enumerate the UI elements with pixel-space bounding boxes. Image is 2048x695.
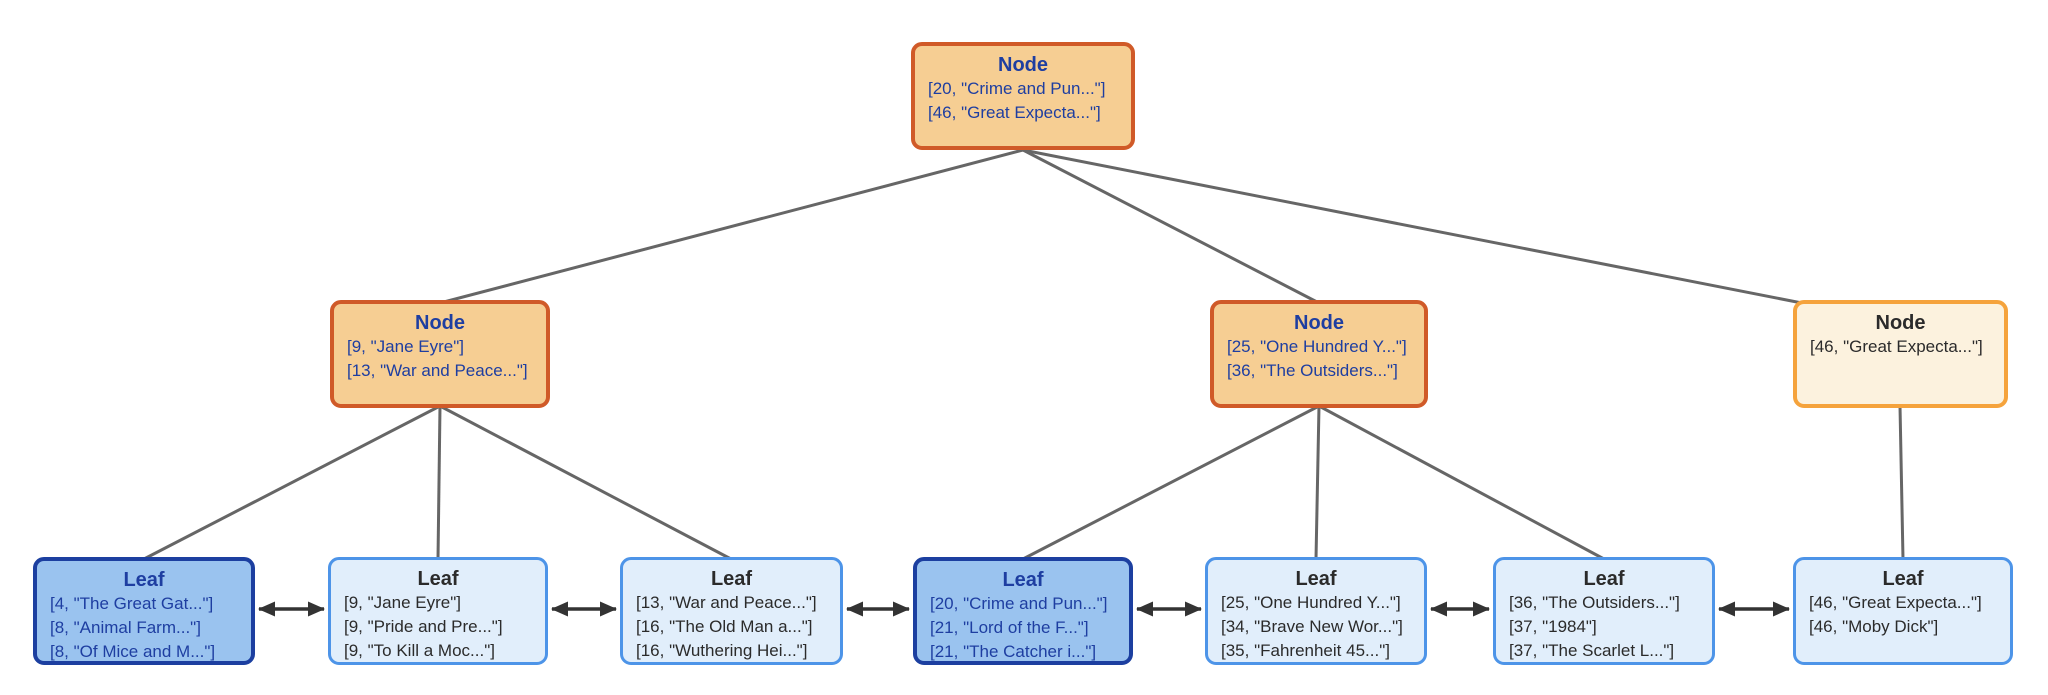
node-entry: [34, "Brave New Wor..."] — [1221, 617, 1403, 636]
tree-node-internal-0: Node [9, "Jane Eyre"] [13, "War and Peac… — [330, 300, 550, 408]
node-type-label: Leaf — [1882, 568, 1924, 590]
tree-edge — [1022, 148, 1813, 307]
tree-node-internal-1: Node [25, "One Hundred Y..."] [36, "The … — [1210, 300, 1428, 408]
node-entry: [36, "The Outsiders..."] — [1227, 361, 1398, 380]
node-type-label: Leaf — [1002, 569, 1044, 591]
tree-edge — [1022, 148, 1320, 305]
node-entry: [13, "War and Peace..."] — [636, 593, 817, 612]
node-type-label: Node — [1875, 312, 1926, 334]
node-type-label: Node — [998, 54, 1048, 76]
tree-node-root: Node [20, "Crime and Pun..."] [46, "Grea… — [911, 42, 1135, 150]
node-entry: [20, "Crime and Pun..."] — [928, 79, 1106, 98]
node-entry: [16, "Wuthering Hei..."] — [636, 641, 808, 660]
tree-leaf-5: Leaf [36, "The Outsiders..."] [37, "1984… — [1493, 557, 1715, 665]
tree-leaf-6: Leaf [46, "Great Expecta..."] [46, "Moby… — [1793, 557, 2013, 665]
node-entry: [36, "The Outsiders..."] — [1509, 593, 1680, 612]
node-entry: [4, "The Great Gat..."] — [50, 594, 214, 613]
node-entry: [8, "Animal Farm..."] — [50, 618, 201, 637]
node-entry: [9, "Pride and Pre..."] — [344, 617, 503, 636]
tree-node-internal-2: Node [46, "Great Expecta..."] — [1793, 300, 2008, 408]
node-type-label: Leaf — [710, 568, 753, 590]
node-entry: [46, "Great Expecta..."] — [1809, 593, 1982, 612]
node-entry: [46, "Great Expecta..."] — [928, 103, 1101, 122]
node-entry: [35, "Fahrenheit 45..."] — [1221, 641, 1390, 660]
tree-leaf-2: Leaf [13, "War and Peace..."] [16, "The … — [620, 557, 843, 665]
node-type-label: Node — [1294, 312, 1344, 334]
node-entry: [13, "War and Peace..."] — [347, 361, 528, 380]
node-entry: [37, "1984"] — [1509, 617, 1597, 636]
node-entry: [20, "Crime and Pun..."] — [930, 594, 1108, 613]
tree-leaf-1: Leaf [9, "Jane Eyre"] [9, "Pride and Pre… — [328, 557, 548, 665]
tree-edge — [439, 148, 1024, 305]
node-entry: [46, "Great Expecta..."] — [1810, 337, 1983, 356]
node-entry: [21, "The Catcher i..."] — [930, 642, 1097, 661]
node-entry: [25, "One Hundred Y..."] — [1227, 337, 1407, 356]
tree-edge — [143, 404, 441, 561]
node-entry: [46, "Moby Dick"] — [1809, 617, 1939, 636]
node-type-label: Node — [415, 312, 465, 334]
node-type-label: Leaf — [1295, 568, 1337, 590]
tree-leaf-4: Leaf [25, "One Hundred Y..."] [34, "Brav… — [1205, 557, 1427, 665]
node-type-label: Leaf — [123, 569, 165, 591]
node-entry: [21, "Lord of the F..."] — [930, 618, 1089, 637]
tree-edge — [1318, 404, 1605, 561]
tree-edge — [436, 405, 442, 560]
node-entry: [9, "Jane Eyre"] — [344, 593, 461, 612]
node-entry: [9, "To Kill a Moc..."] — [344, 641, 495, 660]
node-entry: [25, "One Hundred Y..."] — [1221, 593, 1401, 612]
tree-edge — [1898, 405, 1905, 560]
tree-leaf-0: Leaf [4, "The Great Gat..."] [8, "Animal… — [33, 557, 255, 665]
node-entry: [37, "The Scarlet L..."] — [1509, 641, 1675, 660]
tree-edge — [1022, 404, 1320, 561]
tree-edge — [1314, 405, 1321, 560]
tree-leaf-3: Leaf [20, "Crime and Pun..."] [21, "Lord… — [913, 557, 1133, 665]
node-type-label: Leaf — [1583, 568, 1625, 590]
node-entry: [9, "Jane Eyre"] — [347, 337, 464, 356]
node-entry: [16, "The Old Man a..."] — [636, 617, 813, 636]
node-type-label: Leaf — [417, 568, 459, 590]
node-entry: [8, "Of Mice and M..."] — [50, 642, 216, 661]
tree-edge — [439, 404, 732, 561]
